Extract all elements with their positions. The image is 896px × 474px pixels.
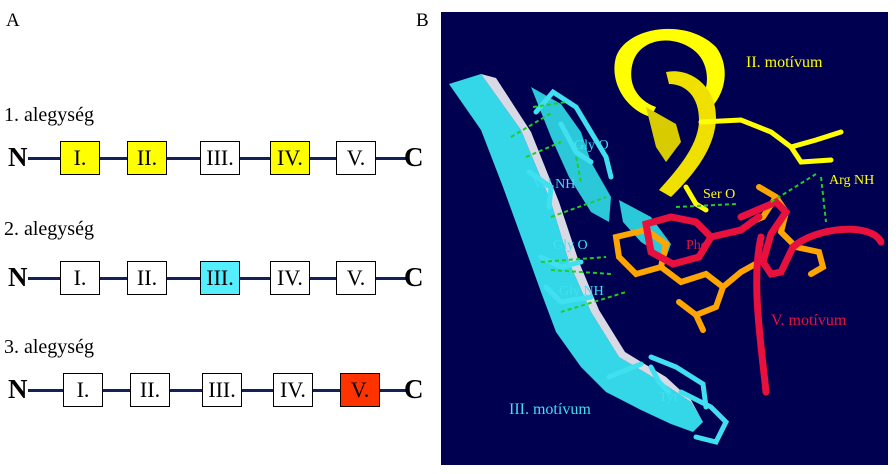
motif-box: I.	[60, 261, 100, 295]
c-terminus: C	[404, 374, 424, 404]
motif-box: III.	[200, 141, 240, 175]
subunit-chain: N I. II. III. IV. V. C	[0, 372, 440, 422]
label-val-nh: Val NH	[533, 177, 575, 192]
label-phe: Phe	[686, 238, 707, 253]
n-terminus: N	[8, 262, 28, 292]
label-arg-nh: Arg NH	[829, 173, 874, 188]
motif-box: II.	[130, 373, 170, 407]
motif-3-sticks	[526, 88, 730, 445]
motif-box: III.	[202, 373, 242, 407]
subunit-label: 2. alegység	[4, 218, 94, 240]
panel-a-label: A	[6, 10, 20, 31]
n-terminus: N	[8, 142, 28, 172]
motif-box: III.	[200, 261, 240, 295]
motif-box: V.	[336, 261, 376, 295]
label-gly-o-2: Gly O	[553, 238, 588, 253]
molecular-structure-view: II. motívum Gly O Val NH Ser O Arg NH Ph…	[441, 12, 888, 465]
hydrogen-bonds	[510, 101, 827, 313]
label-ser-o: Ser O	[703, 187, 735, 202]
n-terminus: N	[8, 374, 28, 404]
motif-box: V.	[340, 373, 380, 407]
motif-2-sticks	[683, 117, 844, 213]
subunit-label: 3. alegység	[4, 336, 94, 358]
motif-box: I.	[60, 141, 100, 175]
motif-box: IV.	[270, 141, 310, 175]
subunit-chain: N I. II. III. IV. V. C	[0, 140, 440, 190]
motif-5-coil	[641, 197, 885, 396]
motif-box: II.	[127, 141, 167, 175]
subunit-label: 1. alegység	[4, 104, 94, 126]
motif-box: IV.	[273, 373, 313, 407]
motif-2-helix	[614, 28, 725, 197]
panel-b-label: B	[416, 10, 429, 31]
c-terminus: C	[404, 142, 424, 172]
motif-box: II.	[127, 261, 167, 295]
label-motif-5: V. motívum	[771, 312, 847, 329]
motif-box: I.	[63, 373, 103, 407]
label-tyr: Tyr	[659, 390, 679, 405]
label-motif-2: II. motívum	[746, 54, 823, 71]
label-gly-o-1: Gly O	[574, 138, 609, 153]
label-motif-3: III. motívum	[509, 401, 591, 418]
motif-box: IV.	[270, 261, 310, 295]
motif-box: V.	[336, 141, 376, 175]
label-gly-nh: Gly NH	[559, 284, 604, 299]
c-terminus: C	[404, 262, 424, 292]
subunit-chain: N I. II. III. IV. V. C	[0, 260, 440, 310]
